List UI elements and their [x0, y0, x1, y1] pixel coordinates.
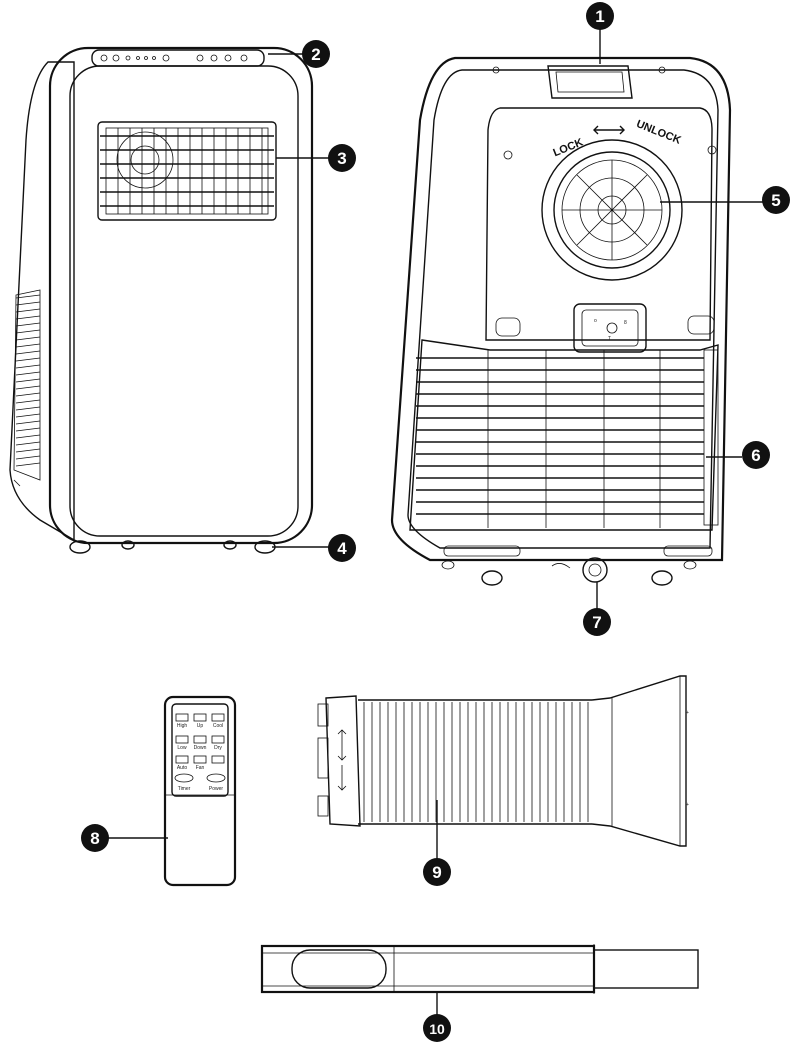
carry-handle [547, 65, 633, 99]
remote-button [211, 735, 225, 744]
remote-button [193, 755, 207, 764]
exhaust-vent [541, 139, 683, 281]
remote-button [193, 713, 207, 722]
svg-text:1: 1 [595, 7, 604, 26]
remote-button-label: High [177, 723, 188, 729]
side-vent-slat [15, 413, 41, 418]
rear-intake-grille [409, 339, 719, 531]
callout-5: 5 [762, 186, 790, 214]
side-vent-slat [15, 371, 41, 376]
side-vent-slat [15, 392, 41, 397]
side-vent-slat [15, 329, 41, 334]
svg-text:8: 8 [90, 829, 99, 848]
side-vent-slat [15, 455, 41, 460]
front-air-outlet [97, 121, 277, 221]
unlock-label: UNLOCK [634, 118, 682, 147]
back-unit: LOCK UNLOCK o 8 T [390, 56, 732, 586]
callout-3: 3 [328, 144, 356, 172]
callout-6: 6 [742, 441, 770, 469]
side-vent-slat [15, 399, 41, 404]
remote-button [211, 713, 225, 722]
remote-button-label: Dry [214, 745, 222, 751]
remote-button [193, 735, 207, 744]
side-vent-slat [15, 308, 41, 313]
svg-text:3: 3 [337, 149, 346, 168]
arrow-left-right-icon [593, 125, 625, 135]
side-vent-slat [15, 378, 41, 383]
svg-text:7: 7 [592, 613, 601, 632]
exhaust-hose: + + [317, 675, 689, 847]
remote-button [211, 755, 225, 764]
callout-2: 2 [302, 40, 330, 68]
remote-button-label: Low [177, 745, 187, 751]
side-vent-slat [15, 336, 41, 341]
arrow-up-down-icon [337, 729, 347, 791]
rear-connector-plate: o 8 T [573, 303, 647, 353]
side-vent-slat [15, 315, 41, 320]
side-vent-slat [15, 448, 41, 453]
side-vent-slat [15, 294, 41, 299]
callout-9: 9 [423, 858, 451, 886]
remote-button [206, 773, 226, 783]
svg-text:8: 8 [624, 320, 627, 326]
remote-button-label: Auto [177, 765, 188, 771]
side-vent-slat [15, 350, 41, 355]
svg-text:10: 10 [429, 1021, 445, 1037]
side-vent-slat [15, 434, 41, 439]
svg-text:+: + [686, 710, 689, 716]
svg-text:T: T [608, 336, 611, 342]
svg-text:6: 6 [751, 446, 760, 465]
svg-text:4: 4 [337, 539, 347, 558]
side-vent-slat [15, 406, 41, 411]
leader-lines [108, 24, 765, 1016]
side-vent-slat [15, 420, 41, 425]
remote-button [175, 755, 189, 764]
front-unit [9, 46, 314, 554]
remote-button-label: Up [197, 723, 204, 729]
callout-1: 1 [586, 2, 614, 30]
svg-text:2: 2 [311, 45, 320, 64]
svg-text:5: 5 [771, 191, 780, 210]
callout-10: 10 [423, 1014, 451, 1042]
side-vent-slat [15, 322, 41, 327]
control-panel [91, 49, 265, 67]
remote-button-label: Timer [178, 786, 191, 792]
drain-plug [551, 557, 608, 583]
svg-text:o: o [594, 318, 597, 324]
remote-button [175, 713, 189, 722]
side-vent-slat [15, 343, 41, 348]
side-vent-slat [15, 427, 41, 432]
remote-button-label: Fan [196, 765, 205, 771]
svg-text:9: 9 [432, 863, 441, 882]
callout-8: 8 [81, 824, 109, 852]
side-vent-slat [15, 357, 41, 362]
side-vent-slat [15, 301, 41, 306]
rear-casters [441, 560, 697, 586]
side-vent-slat [15, 462, 41, 467]
callout-7: 7 [583, 608, 611, 636]
svg-text:+: + [686, 802, 689, 808]
side-vent [13, 289, 41, 481]
remote-button-label: Power [209, 786, 224, 792]
remote-button [174, 773, 194, 783]
remote-button-label: Down [194, 745, 207, 751]
window-slider-kit [260, 944, 699, 994]
remote-button [175, 735, 189, 744]
side-vent-slat [15, 385, 41, 390]
side-vent-slat [15, 364, 41, 369]
callout-4: 4 [328, 534, 356, 562]
remote-button-label: Cool [213, 723, 223, 729]
side-vent-slat [15, 441, 41, 446]
